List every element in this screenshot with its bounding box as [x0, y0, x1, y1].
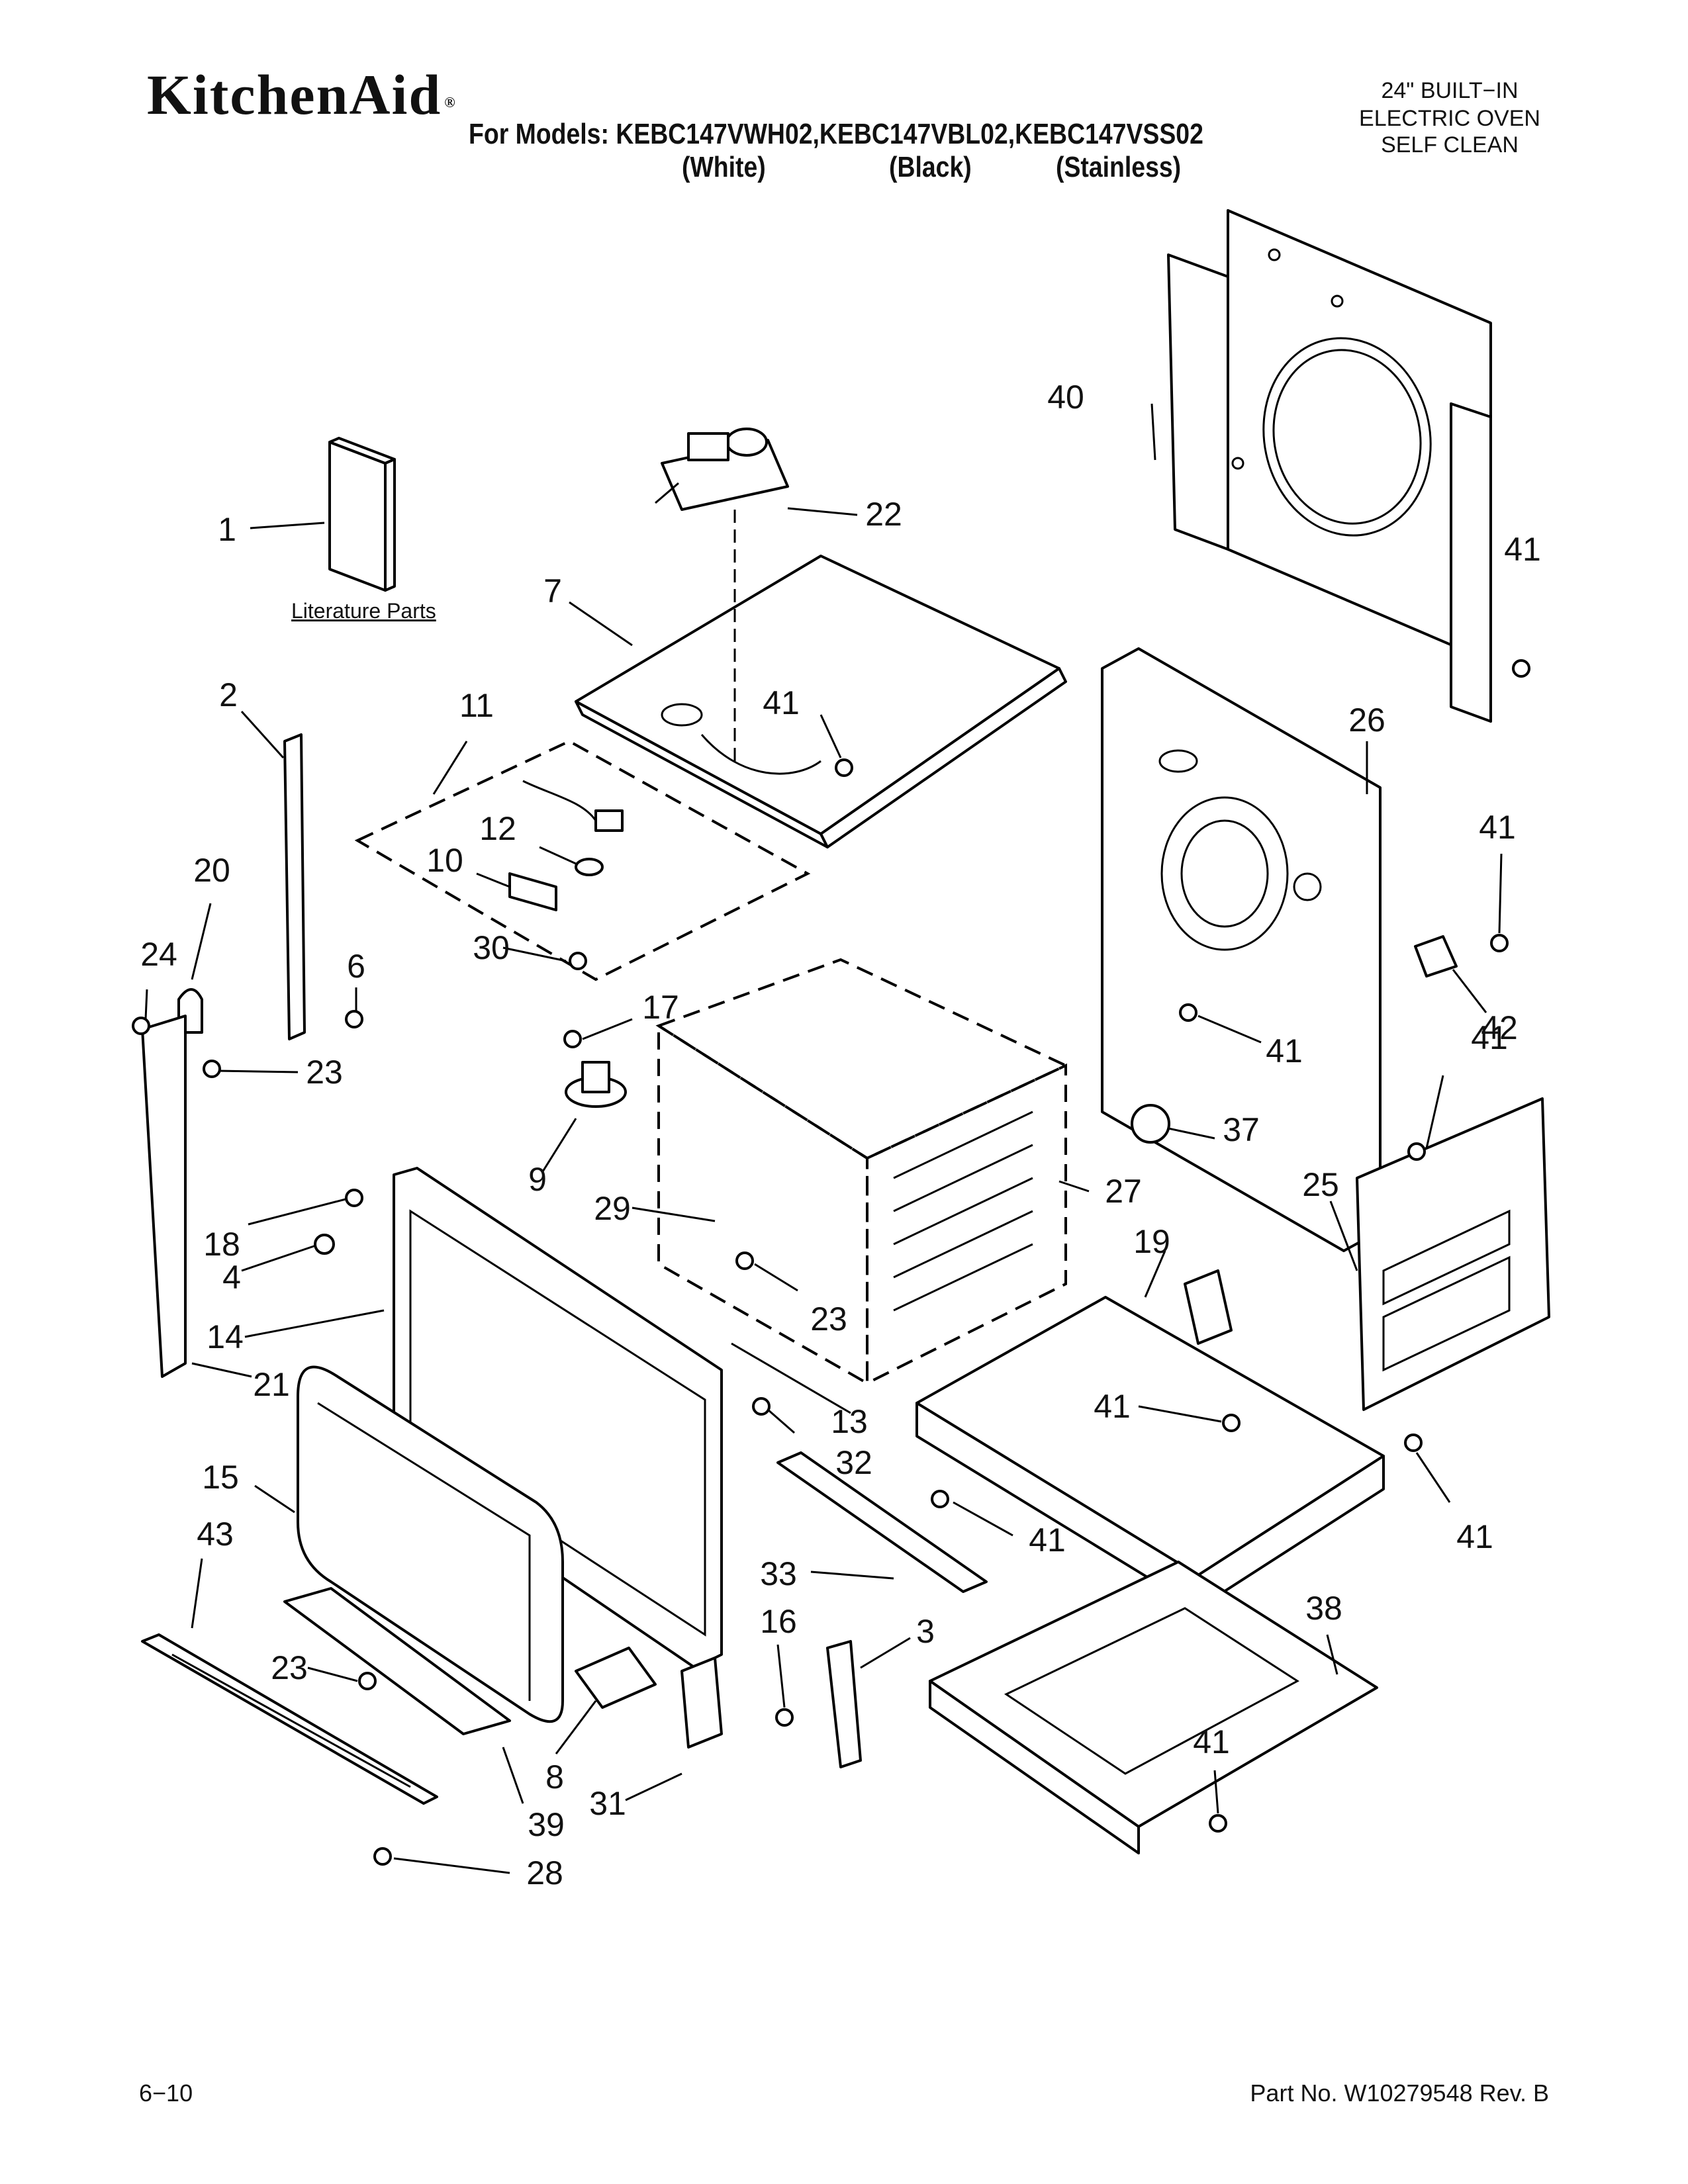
models-line: For Models: KEBC147VWH02,KEBC147VBL02,KE…: [469, 118, 1203, 150]
part-rear-wall: [1101, 647, 1382, 1252]
part-bottom-pan: [929, 1561, 1378, 1854]
callout-41-f: 41: [1094, 1388, 1131, 1425]
callout-2: 2: [219, 676, 238, 713]
callout-23-b: 23: [810, 1300, 847, 1338]
callout-31: 31: [589, 1785, 626, 1822]
callout-28: 28: [526, 1854, 563, 1891]
callout-16: 16: [760, 1603, 797, 1640]
callout-4: 4: [222, 1259, 241, 1296]
variant-black: (Black): [889, 151, 972, 183]
part-fan-motor: [563, 1030, 627, 1108]
part-bracket-thermostat: [1131, 935, 1458, 1144]
callout-41-b: 41: [763, 684, 800, 721]
callout-1: 1: [218, 511, 236, 548]
product-feature: SELF CLEAN: [1381, 132, 1519, 158]
part-front-strip: [775, 1451, 988, 1768]
callout-7: 7: [543, 572, 562, 610]
callout-22: 22: [865, 496, 902, 533]
callout-9: 9: [528, 1161, 547, 1198]
callout-24: 24: [140, 936, 177, 973]
literature-parts-caption: Literature Parts: [291, 599, 436, 623]
callout-10: 10: [426, 842, 463, 879]
callout-33: 33: [760, 1555, 797, 1592]
part-side-panel: [1356, 1097, 1550, 1411]
callout-leaders: [144, 403, 1503, 1874]
callout-11: 11: [459, 687, 494, 724]
page-reference: 6−10: [139, 2079, 193, 2107]
brand-logo: KitchenAid®: [147, 66, 457, 123]
screw-fasteners: [203, 659, 1530, 1833]
callout-43: 43: [197, 1516, 234, 1553]
part-door-frame: [297, 1167, 723, 1723]
callout-41-i: 41: [1193, 1723, 1230, 1760]
variant-stainless: (Stainless): [1056, 151, 1182, 183]
brand-name: KitchenAid: [147, 63, 442, 126]
callout-32: 32: [835, 1444, 872, 1481]
callout-23-c: 23: [271, 1649, 308, 1686]
callout-41-c: 41: [1479, 809, 1516, 846]
variant-white: (White): [682, 151, 766, 183]
callout-38: 38: [1305, 1590, 1342, 1627]
callout-19: 19: [1133, 1223, 1170, 1260]
part-side-trim: [132, 988, 203, 1378]
callout-30: 30: [473, 929, 510, 966]
callout-20: 20: [193, 852, 230, 889]
callout-40: 40: [1047, 379, 1084, 416]
product-type: ELECTRIC OVEN: [1359, 106, 1540, 131]
registered-mark: ®: [444, 94, 457, 111]
part-oven-cavity: [655, 958, 1069, 1386]
callout-3: 3: [916, 1613, 935, 1650]
callout-29: 29: [594, 1190, 631, 1227]
callout-12: 12: [479, 810, 516, 847]
part-vent-trim: [141, 1587, 723, 1866]
part-vertical-trim: [283, 733, 306, 1040]
part-rear-panel: [1167, 209, 1492, 723]
callout-37: 37: [1223, 1111, 1260, 1148]
callout-26: 26: [1348, 702, 1385, 739]
product-size: 24" BUILT−IN: [1381, 78, 1519, 103]
callout-23-a: 23: [306, 1054, 343, 1091]
part-motor-module: [655, 428, 789, 511]
callout-6: 6: [347, 948, 365, 985]
callout-39: 39: [528, 1806, 565, 1843]
callout-25: 25: [1302, 1166, 1339, 1203]
callout-18: 18: [203, 1226, 240, 1263]
document-part-number: Part No. W10279548 Rev. B: [1250, 2079, 1549, 2107]
callout-13: 13: [831, 1403, 868, 1440]
callout-41-a: 41: [1504, 531, 1541, 568]
part-bottom-shelf: [915, 1269, 1385, 1610]
callout-15: 15: [202, 1459, 239, 1496]
callout-41-d: 41: [1266, 1032, 1303, 1069]
callout-41-g: 41: [1456, 1518, 1493, 1555]
callout-8: 8: [545, 1758, 564, 1796]
callout-17: 17: [642, 989, 679, 1026]
callout-21: 21: [253, 1366, 290, 1403]
part-top-plate: [575, 510, 1067, 848]
callout-41-e: 41: [1471, 1019, 1508, 1056]
part-literature: [328, 437, 396, 592]
callout-41-h: 41: [1029, 1522, 1066, 1559]
callout-14: 14: [207, 1318, 244, 1355]
callout-42: 42: [1481, 1009, 1518, 1046]
callout-27: 27: [1105, 1173, 1142, 1210]
part-light-assembly: [354, 739, 811, 981]
